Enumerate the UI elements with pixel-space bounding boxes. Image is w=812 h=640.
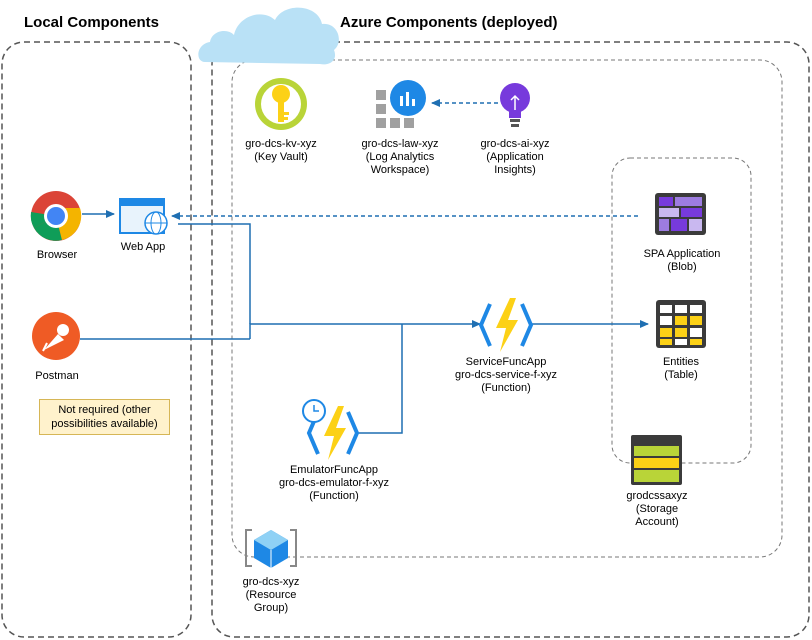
log-analytics-type-2: Workspace) bbox=[370, 164, 430, 176]
emulator-func-type: (Function) bbox=[309, 490, 359, 502]
local-components-header: Local Components bbox=[24, 14, 160, 31]
app-insights-label: gro-dcs-ai-xyz (Application Insights) bbox=[460, 138, 570, 177]
web-app-icon bbox=[119, 198, 168, 235]
connectors bbox=[80, 99, 649, 434]
browser-label: Browser bbox=[36, 249, 78, 261]
app-insights-type-2: Insights) bbox=[494, 164, 536, 176]
emulator-func-resource: gro-dcs-emulator-f-xyz bbox=[278, 477, 390, 489]
azure-components-header: Azure Components (deployed) bbox=[340, 14, 558, 31]
spa-label: SPA Application (Blob) bbox=[622, 248, 742, 274]
log-analytics-label: gro-dcs-law-xyz (Log Analytics Workspace… bbox=[345, 138, 455, 177]
key-vault-name: gro-dcs-kv-xyz bbox=[245, 138, 317, 150]
spa-name: SPA Application bbox=[643, 248, 721, 260]
key-vault-type: (Key Vault) bbox=[254, 151, 308, 163]
postman-service-path bbox=[249, 320, 481, 339]
service-func-type: (Function) bbox=[481, 382, 531, 394]
app-insights-name: gro-dcs-ai-xyz bbox=[480, 138, 550, 150]
emulator-to-service-line bbox=[356, 324, 403, 434]
spa-type: (Blob) bbox=[667, 261, 697, 273]
app-insights-type-1: (Application bbox=[486, 151, 544, 163]
cloud-icon bbox=[198, 7, 339, 65]
emulator-func-label: EmulatorFuncApp gro-dcs-emulator-f-xyz (… bbox=[264, 464, 404, 503]
log-analytics-name: gro-dcs-law-xyz bbox=[361, 138, 439, 150]
storage-account-name: grodcssaxyz bbox=[626, 490, 688, 502]
resource-group-type-1: (Resource bbox=[245, 589, 297, 601]
note-line-2: possibilities available) bbox=[51, 418, 158, 430]
resource-group-label: gro-dcs-xyz (Resource Group) bbox=[216, 576, 326, 615]
resource-group-container bbox=[231, 59, 783, 558]
blob-storage-icon bbox=[655, 193, 706, 235]
key-vault-icon bbox=[255, 78, 307, 130]
chrome-icon bbox=[30, 191, 82, 241]
entities-type: (Table) bbox=[664, 369, 698, 381]
entities-label: Entities (Table) bbox=[626, 356, 736, 382]
azure-components-container bbox=[211, 41, 810, 638]
service-func-name: ServiceFuncApp bbox=[465, 356, 547, 368]
app-insights-icon bbox=[500, 83, 530, 127]
resource-group-name: gro-dcs-xyz bbox=[242, 576, 300, 588]
webapp-to-service-line bbox=[178, 223, 251, 324]
note-line-1: Not required (other bbox=[58, 404, 151, 416]
postman-icon bbox=[32, 312, 80, 360]
log-analytics-icon bbox=[376, 80, 426, 128]
storage-account-label: grodcssaxyz (Storage Account) bbox=[602, 490, 712, 529]
table-storage-icon bbox=[656, 300, 706, 348]
log-analytics-type-1: (Log Analytics bbox=[365, 151, 435, 163]
postman-label: Postman bbox=[35, 370, 79, 382]
service-func-resource: gro-dcs-service-f-xyz bbox=[454, 369, 558, 381]
resource-group-type-2: Group) bbox=[253, 602, 289, 614]
emulator-func-name: EmulatorFuncApp bbox=[289, 464, 379, 476]
storage-account-type-1: (Storage bbox=[635, 503, 679, 515]
not-required-note: Not required (other possibilities availa… bbox=[39, 399, 170, 435]
key-vault-label: gro-dcs-kv-xyz (Key Vault) bbox=[226, 138, 336, 164]
web-app-label: Web App bbox=[120, 241, 166, 253]
entities-name: Entities bbox=[662, 356, 700, 368]
service-func-label: ServiceFuncApp gro-dcs-service-f-xyz (Fu… bbox=[440, 356, 572, 395]
resource-group-icon bbox=[245, 529, 297, 568]
function-icon bbox=[478, 298, 534, 352]
storage-account-type-2: Account) bbox=[635, 516, 679, 528]
emulator-function-icon bbox=[302, 399, 360, 460]
storage-account-icon bbox=[631, 435, 682, 485]
